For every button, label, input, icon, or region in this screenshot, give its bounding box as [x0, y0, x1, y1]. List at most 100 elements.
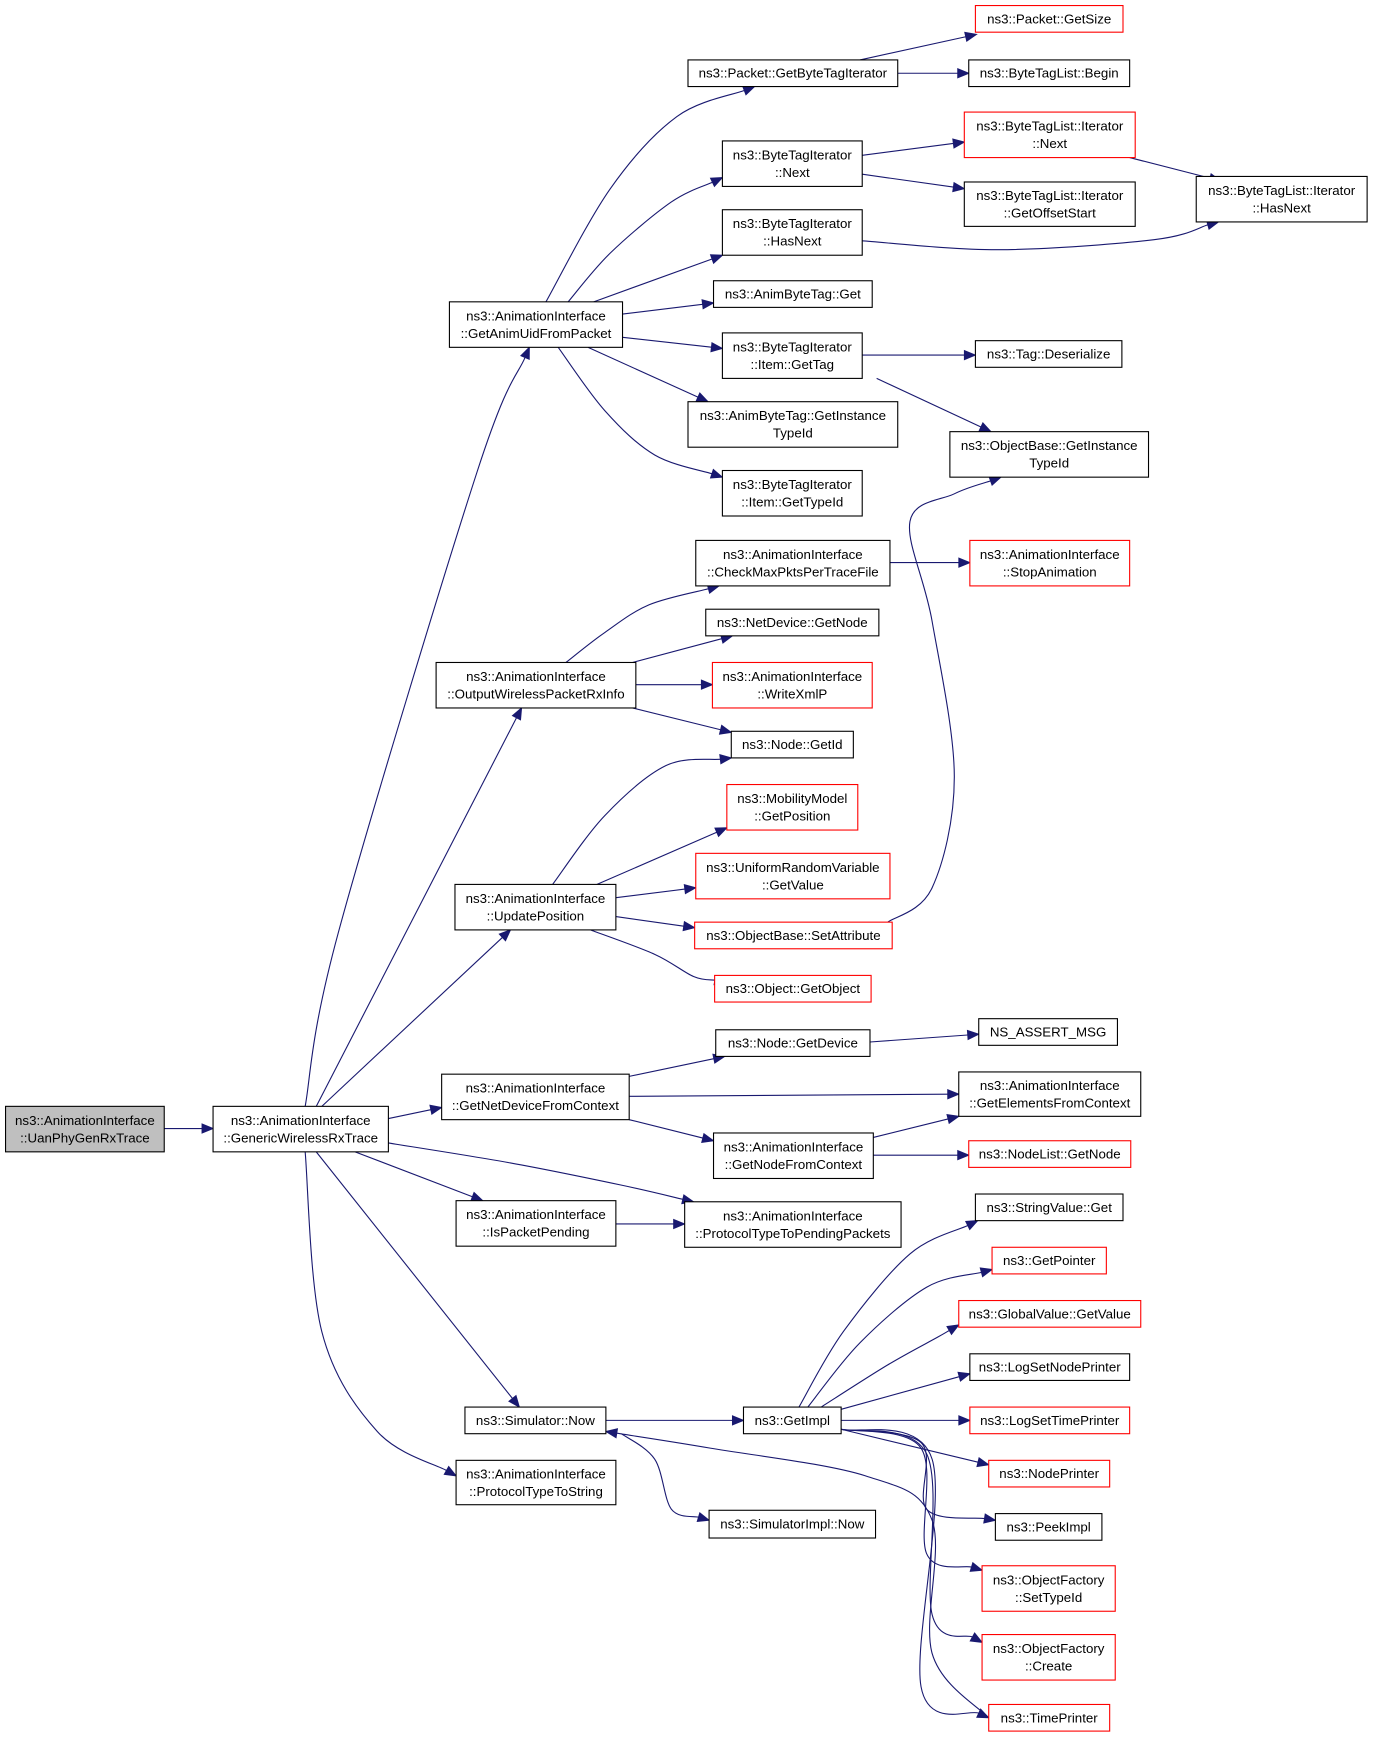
edge-line	[873, 1118, 949, 1138]
node-label: ::UanPhyGenRxTrace	[20, 1130, 150, 1145]
function-node-peekImpl[interactable]: ns3::PeekImpl	[994, 1513, 1103, 1541]
function-node-pktGetSize[interactable]: ns3::Packet::GetSize	[974, 4, 1124, 33]
function-node-ofCreate[interactable]: ns3::ObjectFactory::Create	[981, 1634, 1116, 1681]
function-node-isPktPending[interactable]: ns3::AnimationInterface::IsPacketPending	[455, 1200, 617, 1247]
call-edge-getImpl-to-stringValueGet	[798, 1220, 979, 1408]
function-node-mobGetPos[interactable]: ns3::MobilityModel::GetPosition	[726, 783, 859, 831]
function-node-getPointer[interactable]: ns3::GetPointer	[991, 1246, 1107, 1275]
edge-line	[1129, 157, 1211, 179]
function-node-getElements[interactable]: ns3::AnimationInterface::GetElementsFrom…	[958, 1071, 1142, 1117]
edge-line	[354, 1151, 473, 1198]
call-edge-updatePos-to-objSetAttr	[615, 916, 696, 932]
function-node-logSetTimePrinter[interactable]: ns3::LogSetTimePrinter	[969, 1406, 1131, 1435]
node-box	[969, 1406, 1131, 1435]
function-node-protoToPending[interactable]: ns3::AnimationInterface::ProtocolTypeToP…	[684, 1201, 902, 1248]
function-node-btliOffset[interactable]: ns3::ByteTagList::Iterator::GetOffsetSta…	[963, 181, 1136, 227]
function-node-btiItemTypeId[interactable]: ns3::ByteTagIterator::Item::GetTypeId	[721, 469, 863, 517]
call-edge-getAnimUid-to-btiNext	[567, 176, 724, 303]
function-node-btlBegin[interactable]: ns3::ByteTagList::Begin	[968, 59, 1131, 88]
node-box	[695, 539, 891, 587]
function-node-animTagGet[interactable]: ns3::AnimByteTag::Get	[712, 280, 873, 308]
call-edge-getAnimUid-to-animTagInst	[587, 346, 710, 403]
node-box	[712, 280, 873, 308]
node-label: ns3::NodePrinter	[999, 1466, 1099, 1481]
node-box	[988, 1459, 1111, 1488]
arrowhead-icon	[701, 1132, 715, 1144]
arrowhead-icon	[964, 31, 978, 42]
node-label: ::GetOffsetStart	[1004, 205, 1096, 220]
function-node-urvGetValue[interactable]: ns3::UniformRandomVariable::GetValue	[695, 852, 891, 900]
function-node-logSetNodePrinter[interactable]: ns3::LogSetNodePrinter	[969, 1353, 1131, 1381]
function-node-simImplNow[interactable]: ns3::SimulatorImpl::Now	[708, 1509, 877, 1539]
function-node-ofSetTypeId[interactable]: ns3::ObjectFactory::SetTypeId	[981, 1565, 1116, 1612]
node-box	[711, 661, 873, 709]
node-label: ::HasNext	[763, 234, 822, 249]
arrowhead-icon	[604, 1428, 619, 1439]
edge-line	[841, 1428, 985, 1520]
function-node-nodePrinter[interactable]: ns3::NodePrinter	[988, 1459, 1111, 1488]
call-edge-genWireless-to-updatePos	[321, 929, 512, 1107]
function-node-getAnimUid[interactable]: ns3::AnimationInterface::GetAnimUidFromP…	[448, 301, 624, 348]
node-label: ns3::ObjectBase::GetInstance	[961, 438, 1138, 453]
edge-line	[887, 480, 991, 923]
function-node-stopAnim[interactable]: ns3::AnimationInterface::StopAnimation	[969, 539, 1131, 587]
node-label: ns3::Simulator::Now	[476, 1413, 595, 1428]
function-node-tagDeser[interactable]: ns3::Tag::Deserialize	[974, 340, 1123, 368]
function-node-getNodeFromCtx[interactable]: ns3::AnimationInterface::GetNodeFromCont…	[712, 1132, 874, 1180]
node-label: NS_ASSERT_MSG	[990, 1025, 1107, 1040]
function-node-writeXmlP[interactable]: ns3::AnimationInterface::WriteXmlP	[711, 661, 873, 709]
node-label: ::Create	[1025, 1659, 1072, 1674]
function-node-protoToString[interactable]: ns3::AnimationInterface::ProtocolTypeToS…	[455, 1459, 617, 1506]
call-edge-getAnimUid-to-btiHasNext	[593, 254, 724, 303]
node-label: ns3::AnimationInterface	[466, 1466, 606, 1481]
node-label: ns3::ObjectFactory	[993, 1641, 1105, 1656]
function-node-objGetObject[interactable]: ns3::Object::GetObject	[714, 974, 872, 1003]
node-label: ns3::LogSetNodePrinter	[979, 1360, 1121, 1375]
node-box	[969, 539, 1131, 587]
arrowhead-icon	[958, 1415, 972, 1426]
function-node-outWireless[interactable]: ns3::AnimationInterface::OutputWirelessP…	[435, 661, 637, 709]
edge-line	[869, 1034, 968, 1043]
function-node-checkMax[interactable]: ns3::AnimationInterface::CheckMaxPktsPer…	[695, 539, 891, 587]
function-node-btiNext[interactable]: ns3::ByteTagIterator::Next	[721, 140, 863, 187]
function-node-nodeGetId[interactable]: ns3::Node::GetId	[730, 730, 854, 759]
function-node-getNetDev[interactable]: ns3::AnimationInterface::GetNetDeviceFro…	[441, 1073, 630, 1121]
edge-line	[596, 831, 717, 885]
arrowhead-icon	[718, 724, 733, 735]
function-node-btliNext[interactable]: ns3::ByteTagList::Iterator::Next	[963, 111, 1136, 159]
node-box	[721, 332, 863, 379]
arrowhead-icon	[709, 176, 724, 188]
function-node-btliHasNext[interactable]: ns3::ByteTagList::Iterator::HasNext	[1195, 175, 1368, 223]
edge-line	[841, 1428, 979, 1463]
function-node-simNow[interactable]: ns3::Simulator::Now	[464, 1406, 607, 1435]
function-node-stringValueGet[interactable]: ns3::StringValue::Get	[974, 1193, 1124, 1222]
call-edge-checkMax-to-stopAnim	[889, 557, 972, 568]
arrowhead-icon	[696, 1511, 711, 1523]
node-box	[441, 1073, 630, 1121]
function-node-nsAssert[interactable]: NS_ASSERT_MSG	[978, 1018, 1118, 1046]
function-node-getImpl[interactable]: ns3::GetImpl	[742, 1406, 842, 1435]
function-node-timePrinter[interactable]: ns3::TimePrinter	[988, 1703, 1111, 1732]
node-box	[991, 1246, 1107, 1275]
function-node-updatePos[interactable]: ns3::AnimationInterface::UpdatePosition	[454, 883, 617, 931]
node-label: ns3::AnimationInterface	[231, 1113, 371, 1128]
function-node-nodeListGetNode[interactable]: ns3::NodeList::GetNode	[968, 1140, 1132, 1168]
function-node-objSetAttr[interactable]: ns3::ObjectBase::SetAttribute	[694, 921, 893, 950]
function-node-netDevGetNode[interactable]: ns3::NetDevice::GetNode	[705, 608, 880, 637]
function-node-pktByteTagIter[interactable]: ns3::Packet::GetByteTagIterator	[687, 59, 899, 88]
node-box	[721, 469, 863, 517]
call-edge-getImpl-to-nodePrinter	[841, 1428, 991, 1468]
function-node-nodeGetDevice[interactable]: ns3::Node::GetDevice	[715, 1029, 871, 1057]
edge-line	[862, 224, 1208, 251]
arrowhead-icon	[682, 920, 696, 932]
function-node-globalGetValue[interactable]: ns3::GlobalValue::GetValue	[958, 1299, 1142, 1328]
function-node-btiHasNext[interactable]: ns3::ByteTagIterator::HasNext	[721, 209, 863, 256]
arrowhead-icon	[963, 349, 977, 361]
call-edge-genWireless-to-getAnimUid	[304, 346, 530, 1107]
function-node-genWireless[interactable]: ns3::AnimationInterface::GenericWireless…	[212, 1105, 389, 1153]
function-node-btiItemGetTag[interactable]: ns3::ByteTagIterator::Item::GetTag	[721, 332, 863, 379]
node-label: ::GenericWirelessRxTrace	[223, 1130, 378, 1145]
node-label: ns3::PeekImpl	[1007, 1519, 1091, 1534]
